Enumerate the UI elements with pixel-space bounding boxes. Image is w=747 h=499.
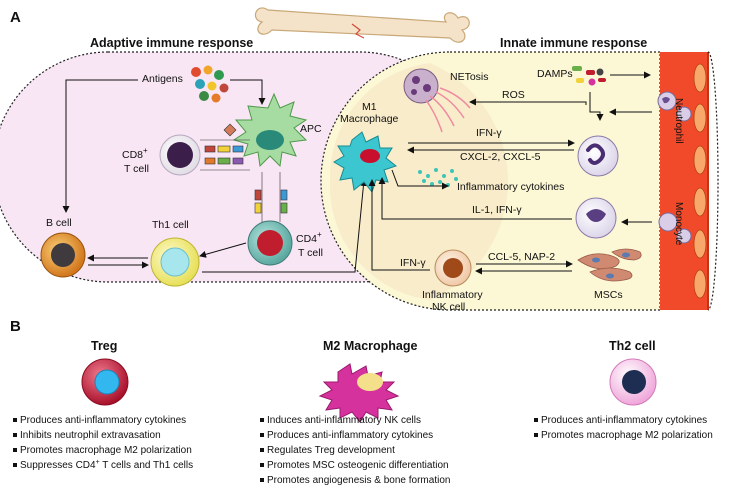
cd4-label: CD4+ <box>296 230 322 245</box>
m1-label-line1: M1 <box>362 101 377 113</box>
vessel-monocyte <box>658 212 692 244</box>
arrow-damps-to-neutrophil <box>589 92 604 121</box>
treg-cell <box>81 358 129 406</box>
treg-item-1: Produces anti-inflammatory cytokines <box>20 415 186 426</box>
vessel-neutrophil <box>657 91 692 122</box>
m2-macrophage <box>318 363 400 423</box>
inflam-cytokines-label: Inflammatory cytokines <box>457 181 564 193</box>
arrow-antigens-to-apc <box>230 79 266 105</box>
monocyte-cell <box>575 197 617 239</box>
m2-item-4: Promotes MSC osteogenic differentiation <box>267 460 449 471</box>
panel-a-letter: A <box>10 9 21 26</box>
th2-cell <box>609 358 657 406</box>
arrow-nk-to-m1 <box>368 179 430 271</box>
apc-label: APC <box>300 123 322 135</box>
treg-title: Treg <box>91 339 117 353</box>
m2-item-3: Regulates Treg development <box>267 445 395 456</box>
apc-cell <box>232 92 308 168</box>
cd4-t-label: T cell <box>298 247 323 259</box>
antigen-particles <box>191 65 229 103</box>
cd8-t-cell <box>159 134 201 176</box>
m2-list: Induces anti-inflammatory NK cells Produ… <box>260 415 450 486</box>
th2-title: Th2 cell <box>609 339 656 353</box>
cd8-label: CD8+ <box>122 146 148 161</box>
b-cell <box>40 232 86 278</box>
mscs-label: MSCs <box>594 289 623 301</box>
th2-list: Produces anti-inflammatory cytokines Pro… <box>534 415 713 441</box>
arrow-th1-to-m1 <box>202 179 367 273</box>
antigens-label: Antigens <box>142 73 183 85</box>
tcr-complex-cd8 <box>200 123 250 171</box>
damps-label: DAMPs <box>537 68 573 80</box>
m2-item-1: Induces anti-inflammatory NK cells <box>267 415 421 426</box>
bone-icon <box>254 7 470 43</box>
th2-item-2: Promotes macrophage M2 polarization <box>541 430 713 441</box>
b-cell-label: B cell <box>46 217 72 229</box>
panel-b-letter: B <box>10 318 21 335</box>
nk-label-line2: NK cell <box>432 301 465 313</box>
endothelial-cells <box>693 63 707 299</box>
cd4-t-cell <box>247 220 293 266</box>
arrow-antigens-to-bcell <box>62 79 138 213</box>
vessel-closure <box>707 51 719 311</box>
tcr-complex-cd4 <box>254 172 288 222</box>
cytokine-dots <box>418 168 458 187</box>
cd8-t-label: T cell <box>124 163 149 175</box>
th1-cell-label: Th1 cell <box>152 219 189 231</box>
ccl5-label: CCL-5, NAP-2 <box>488 251 555 263</box>
adaptive-title: Adaptive immune response <box>90 36 253 50</box>
il1-ifn-label: IL-1, IFN-γ <box>472 204 522 216</box>
innate-title: Innate immune response <box>500 36 647 50</box>
treg-item-2: Inhibits neutrophil extravasation <box>20 430 161 441</box>
overlap-region <box>329 63 509 300</box>
m2-title: M2 Macrophage <box>323 339 418 353</box>
neutrophil-cell <box>577 135 619 177</box>
th2-item-1: Produces anti-inflammatory cytokines <box>541 415 707 426</box>
arrow-cd4-to-th1 <box>199 242 247 258</box>
cxcl-label: CXCL-2, CXCL-5 <box>460 151 541 163</box>
monocyte-label: Monocyte <box>673 202 684 246</box>
nk-cell <box>434 249 472 287</box>
damps-particles <box>572 66 606 86</box>
nk-label-line1: Inflammatory <box>422 289 483 301</box>
treg-item-3: Promotes macrophage M2 polarization <box>20 445 192 456</box>
ifn-gamma-label: IFN-γ <box>476 127 502 139</box>
netosis-cell <box>403 68 471 133</box>
arrow-m1-to-cytokines <box>391 169 449 190</box>
m2-item-2: Produces anti-inflammatory cytokines <box>267 430 433 441</box>
arrow-monocyte-to-m1 <box>378 177 572 220</box>
ifn-gamma-nk-label: IFN-γ <box>400 257 426 269</box>
arrow-ros-to-netosis <box>469 98 587 106</box>
treg-list: Produces anti-inflammatory cytokines Inh… <box>13 415 193 471</box>
m1-label-line2: Macrophage <box>340 113 399 125</box>
netosis-label: NETosis <box>450 71 489 83</box>
neutrophil-label: Neutrophil <box>673 98 684 144</box>
ros-label: ROS <box>502 89 525 101</box>
m2-item-5: Promotes angiogenesis & bone formation <box>267 475 450 486</box>
treg-item-4: Suppresses CD4+ T cells and Th1 cells <box>20 459 193 471</box>
th1-cell <box>150 237 200 287</box>
